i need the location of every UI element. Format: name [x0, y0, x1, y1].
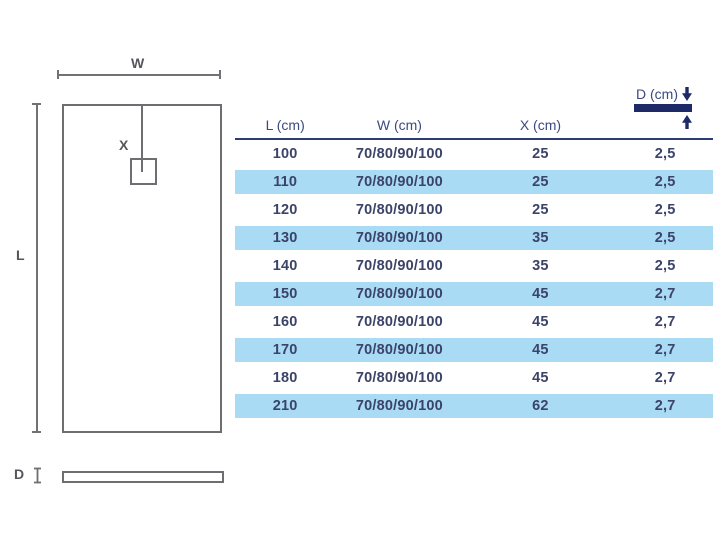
cell-x: 25	[532, 146, 549, 162]
cell-d: 2,7	[654, 370, 676, 386]
width-dimension-label: W	[131, 55, 145, 71]
table-row: 110 70/80/90/100 25 2,5	[235, 168, 713, 196]
cell-d: 2,7	[654, 286, 676, 302]
cell-l: 180	[272, 370, 298, 386]
width-dimension-tick-left	[57, 70, 59, 79]
depth-bar-icon	[634, 104, 692, 112]
depth-down-arrow-icon	[682, 87, 692, 101]
table-row: 170 70/80/90/100 45 2,7	[235, 336, 713, 364]
table-row: 120 70/80/90/100 25 2,5	[235, 196, 713, 224]
cell-l: 140	[272, 258, 298, 274]
cell-w: 70/80/90/100	[355, 230, 443, 246]
cell-x: 45	[532, 286, 549, 302]
width-dimension-tick-right	[219, 70, 221, 79]
cell-w: 70/80/90/100	[355, 202, 443, 218]
length-dimension-tick-top	[32, 103, 41, 105]
width-dimension-line	[58, 74, 221, 76]
dimensions-table: L (cm) W (cm) X (cm) D (cm)	[235, 86, 713, 420]
table-row: 100 70/80/90/100 25 2,5	[235, 140, 713, 168]
cell-x: 62	[532, 398, 549, 414]
cell-d: 2,5	[654, 202, 676, 218]
cell-l: 170	[272, 342, 298, 358]
table-row: 160 70/80/90/100 45 2,7	[235, 308, 713, 336]
cell-l: 100	[272, 146, 298, 162]
cell-l: 120	[272, 202, 298, 218]
drain-position-line	[141, 104, 143, 172]
header-d-spacer	[617, 133, 713, 138]
length-dimension-label: L	[16, 247, 25, 263]
cell-x: 35	[532, 230, 549, 246]
cell-w: 70/80/90/100	[355, 146, 443, 162]
header-d: D (cm)	[616, 86, 692, 129]
cell-x: 45	[532, 370, 549, 386]
cell-w: 70/80/90/100	[355, 370, 443, 386]
product-side-outline	[62, 471, 224, 483]
length-dimension-line	[36, 104, 38, 433]
table-row: 210 70/80/90/100 62 2,7	[235, 392, 713, 420]
header-x: X (cm)	[519, 117, 562, 133]
header-l: L (cm)	[265, 117, 305, 133]
cell-d: 2,5	[654, 174, 676, 190]
cell-w: 70/80/90/100	[355, 286, 443, 302]
cell-d: 2,7	[654, 342, 676, 358]
cell-w: 70/80/90/100	[355, 314, 443, 330]
cell-l: 160	[272, 314, 298, 330]
cell-x: 45	[532, 314, 549, 330]
drain-square	[130, 158, 157, 185]
cell-l: 110	[273, 174, 298, 190]
depth-label: D	[14, 466, 25, 482]
table-row: 130 70/80/90/100 35 2,5	[235, 224, 713, 252]
header-separator-line	[235, 138, 713, 140]
depth-dimension-marker-icon	[34, 467, 41, 484]
table-row: 140 70/80/90/100 35 2,5	[235, 252, 713, 280]
header-w: W (cm)	[376, 117, 422, 133]
cell-d: 2,5	[654, 146, 676, 162]
cell-x: 25	[532, 202, 549, 218]
table-header-row: L (cm) W (cm) X (cm) D (cm)	[235, 86, 713, 138]
table-body: 100 70/80/90/100 25 2,5 110 70/80/90/100…	[235, 140, 713, 420]
cell-l: 150	[272, 286, 298, 302]
cell-d: 2,7	[654, 314, 676, 330]
cell-x: 25	[532, 174, 549, 190]
cell-x: 45	[532, 342, 549, 358]
drain-offset-label: X	[119, 137, 129, 153]
cell-l: 210	[272, 398, 298, 414]
length-dimension-tick-bottom	[32, 431, 41, 433]
table-row: 180 70/80/90/100 45 2,7	[235, 364, 713, 392]
cell-l: 130	[272, 230, 298, 246]
header-d-label: D (cm)	[636, 86, 678, 102]
cell-x: 35	[532, 258, 549, 274]
cell-w: 70/80/90/100	[355, 174, 443, 190]
cell-w: 70/80/90/100	[355, 398, 443, 414]
cell-d: 2,5	[654, 230, 676, 246]
cell-d: 2,7	[654, 398, 676, 414]
cell-w: 70/80/90/100	[355, 342, 443, 358]
cell-w: 70/80/90/100	[355, 258, 443, 274]
depth-up-arrow-icon	[682, 115, 692, 129]
cell-d: 2,5	[654, 258, 676, 274]
table-row: 150 70/80/90/100 45 2,7	[235, 280, 713, 308]
